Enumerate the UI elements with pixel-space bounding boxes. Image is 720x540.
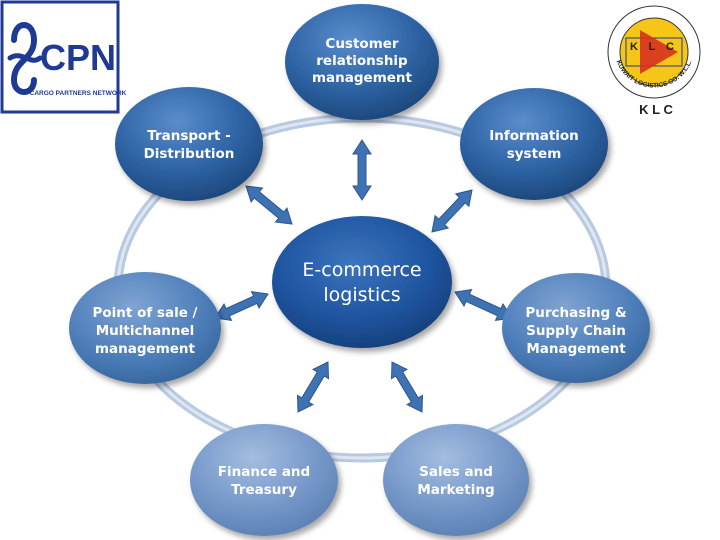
node-purchasing-line-3: Management [526, 341, 626, 357]
node-purchasing-line-2: Supply Chain [526, 323, 626, 339]
klc-initial-k: K [630, 41, 638, 53]
node-pos-line-2: Multichannel [96, 323, 194, 339]
node-crm-line-2: relationship [316, 53, 408, 69]
node-purchasing-line-1: Purchasing & [525, 305, 627, 321]
arrow-finance [296, 361, 330, 413]
node-finance-treasury: Finance and Treasury [190, 424, 338, 536]
node-point-of-sale: Point of sale / Multichannel management [69, 272, 221, 384]
node-info-line-2: system [507, 146, 562, 162]
node-crm-line-3: management [312, 70, 413, 86]
cpn-tagline: CARGO PARTNERS NETWORK [30, 90, 127, 97]
klc-logo: K L C KUWAIT LOGISTICS CO. W.L.L. K L C [607, 5, 701, 117]
arrows-group [214, 139, 513, 413]
node-pos-line-1: Point of sale / [93, 305, 198, 321]
center-node: E-commerce logistics [272, 216, 452, 348]
cpn-brand: CPN [40, 37, 116, 78]
arrow-transport [245, 185, 293, 225]
node-transport-line-1: Transport - [147, 128, 231, 144]
node-transport-distribution: Transport - Distribution [115, 87, 263, 201]
node-pos-line-3: management [95, 341, 196, 357]
arrow-pos [214, 290, 269, 322]
node-sales-line-1: Sales and [419, 464, 493, 480]
cpn-emblem-icon [7, 22, 43, 95]
node-information-system: Information system [460, 88, 608, 200]
node-transport-line-2: Distribution [144, 146, 235, 162]
node-purchasing: Purchasing & Supply Chain Management [502, 273, 650, 383]
arrow-sales [390, 361, 424, 413]
node-sales-marketing: Sales and Marketing [383, 424, 529, 536]
node-sales-line-2: Marketing [417, 482, 494, 498]
klc-caption: K L C [639, 102, 673, 117]
node-customer-relationship: Customer relationship management [285, 4, 439, 120]
center-line-1: E-commerce [302, 259, 421, 281]
node-finance-line-1: Finance and [218, 464, 310, 480]
center-line-2: logistics [323, 284, 400, 306]
arrow-purchasing [454, 288, 513, 322]
arrow-info [431, 189, 473, 233]
node-info-line-1: Information [489, 128, 579, 144]
klc-initial-l: L [649, 41, 656, 53]
arrow-crm [352, 139, 372, 201]
node-finance-line-2: Treasury [231, 482, 297, 498]
cpn-logo: CPN CARGO PARTNERS NETWORK [0, 0, 127, 114]
klc-initial-c: C [666, 41, 674, 53]
node-crm-line-1: Customer [325, 36, 399, 52]
